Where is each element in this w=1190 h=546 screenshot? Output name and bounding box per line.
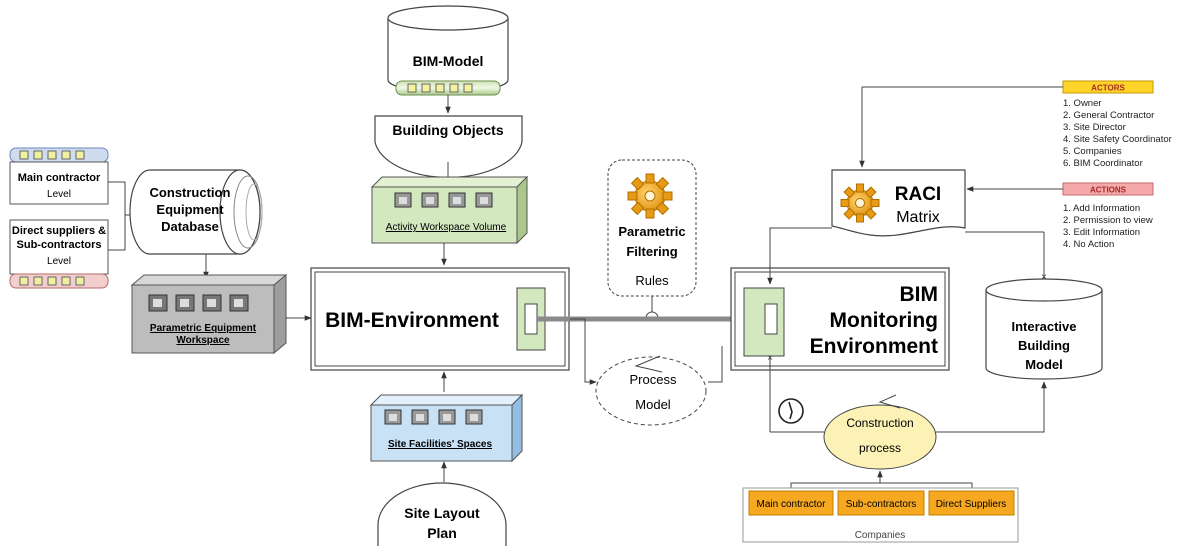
company-direct-suppliers	[928, 490, 1015, 516]
bim-monitoring-environment: BIM Monitoring Environment	[730, 267, 950, 371]
interactive-label-3: Model	[1025, 357, 1063, 372]
main-contractor-label: Main contractor	[18, 172, 101, 184]
site-facilities-label: Site Facilities' Spaces	[388, 439, 493, 450]
actor-item: 2. General Contractor	[1063, 110, 1154, 121]
site-layout-label-2: Plan	[427, 525, 457, 541]
raci-matrix: RACI Matrix	[831, 169, 966, 237]
param-workspace-label-2: Workspace	[176, 335, 230, 346]
monitoring-label-1: BIM	[900, 283, 939, 306]
parametric-equipment-workspace: Parametric Equipment Workspace	[130, 273, 288, 355]
interactive-label-2: Building	[1018, 338, 1070, 353]
construction-equipment-database: Construction Equipment Database	[129, 169, 263, 255]
action-item: 1. Add Information	[1063, 203, 1140, 214]
bim-to-process-arrow	[570, 318, 597, 385]
monitoring-label-2: Monitoring	[830, 309, 938, 332]
main-contractor-level-label: Level	[47, 189, 71, 200]
param-workspace-label-1: Parametric Equipment	[150, 323, 257, 334]
process-cycle-icon	[634, 355, 663, 373]
process-to-monitor-line	[708, 346, 723, 383]
sub-contractors-label: Sub-contractors	[17, 239, 102, 251]
raci-gear-icon	[840, 183, 880, 223]
companies-caption: Companies	[855, 530, 906, 541]
filtering-label-1: Parametric	[618, 224, 685, 239]
raci-label-2: Matrix	[896, 209, 940, 226]
filtering-label-2: Filtering	[626, 244, 677, 259]
activity-workspace-label: Activity Workspace Volume	[386, 222, 507, 233]
process-model: Process Model	[595, 355, 707, 426]
bim-environment: BIM-Environment	[310, 267, 570, 371]
database-label-1: Construction	[150, 185, 231, 200]
filtering-label-3: Rules	[635, 273, 669, 288]
direct-suppliers-level: Direct suppliers & Sub-contractors Level	[9, 219, 109, 289]
bim-model-cylinder: BIM-Model	[387, 5, 509, 96]
monitoring-label-3: Environment	[810, 335, 938, 358]
actors-to-raci-arrow	[859, 86, 1063, 168]
filtering-gear-icon	[627, 173, 673, 219]
actors-list: 1. Owner 2. General Contractor 3. Site D…	[1063, 98, 1172, 169]
actor-item: 4. Site Safety Coordinator	[1063, 134, 1172, 145]
bim-model-label: BIM-Model	[413, 53, 484, 69]
site-layout-label-1: Site Layout	[404, 505, 480, 521]
monitoring-connector	[743, 287, 785, 357]
actor-item: 6. BIM Coordinator	[1063, 158, 1143, 169]
construction-label-2: process	[859, 441, 901, 455]
clock-icon	[778, 398, 804, 424]
link-x-icon: ×	[1041, 272, 1047, 283]
construction-cycle-icon	[878, 394, 901, 409]
actor-item: 1. Owner	[1063, 98, 1102, 109]
direct-suppliers-level-label: Level	[47, 256, 71, 267]
company-label: Main contractor	[757, 499, 827, 510]
direct-suppliers-label: Direct suppliers &	[12, 225, 106, 237]
database-label-3: Database	[161, 219, 219, 234]
actor-item: 5. Companies	[1063, 146, 1122, 157]
main-contractor-level: Main contractor Level	[9, 147, 109, 205]
company-sub-contractors	[837, 490, 925, 516]
site-layout-plan: Site Layout Plan	[377, 482, 507, 546]
interactive-label-1: Interactive	[1011, 319, 1076, 334]
site-facilities-spaces: Site Facilities' Spaces	[369, 393, 524, 463]
link-x-icon: ×	[767, 353, 773, 364]
action-item: 3. Edit Information	[1063, 227, 1140, 238]
company-main-contractor	[748, 490, 834, 516]
actions-list: 1. Add Information 2. Permission to view…	[1063, 203, 1153, 250]
construction-label-1: Construction	[846, 416, 913, 430]
building-objects-label: Building Objects	[392, 122, 503, 138]
activity-workspace-volume: Activity Workspace Volume	[370, 175, 529, 245]
companies-group: Main contractor Sub-contractors Direct S…	[742, 487, 1019, 543]
construction-process: Construction process	[823, 394, 937, 470]
company-label: Sub-contractors	[846, 499, 917, 510]
raci-label-1: RACI	[895, 184, 941, 205]
companies-bracket	[790, 482, 973, 489]
actors-tag-label: ACTORS	[1091, 84, 1125, 93]
action-item: 4. No Action	[1063, 239, 1114, 250]
construction-to-interactive-arrow	[936, 381, 1047, 433]
actions-tag-label: ACTIONS	[1090, 186, 1127, 195]
bim-environment-label: BIM-Environment	[325, 309, 499, 332]
database-label-2: Equipment	[156, 202, 224, 217]
process-label-2: Model	[635, 397, 671, 412]
raci-to-monitoring-arrow	[767, 227, 832, 285]
company-label: Direct Suppliers	[936, 499, 1007, 510]
actor-item: 3. Site Director	[1063, 122, 1126, 133]
process-label-1: Process	[630, 372, 677, 387]
interactive-building-model: Interactive Building Model	[985, 278, 1103, 380]
action-item: 2. Permission to view	[1063, 215, 1153, 226]
parametric-filtering-rules: Parametric Filtering Rules	[607, 159, 697, 297]
